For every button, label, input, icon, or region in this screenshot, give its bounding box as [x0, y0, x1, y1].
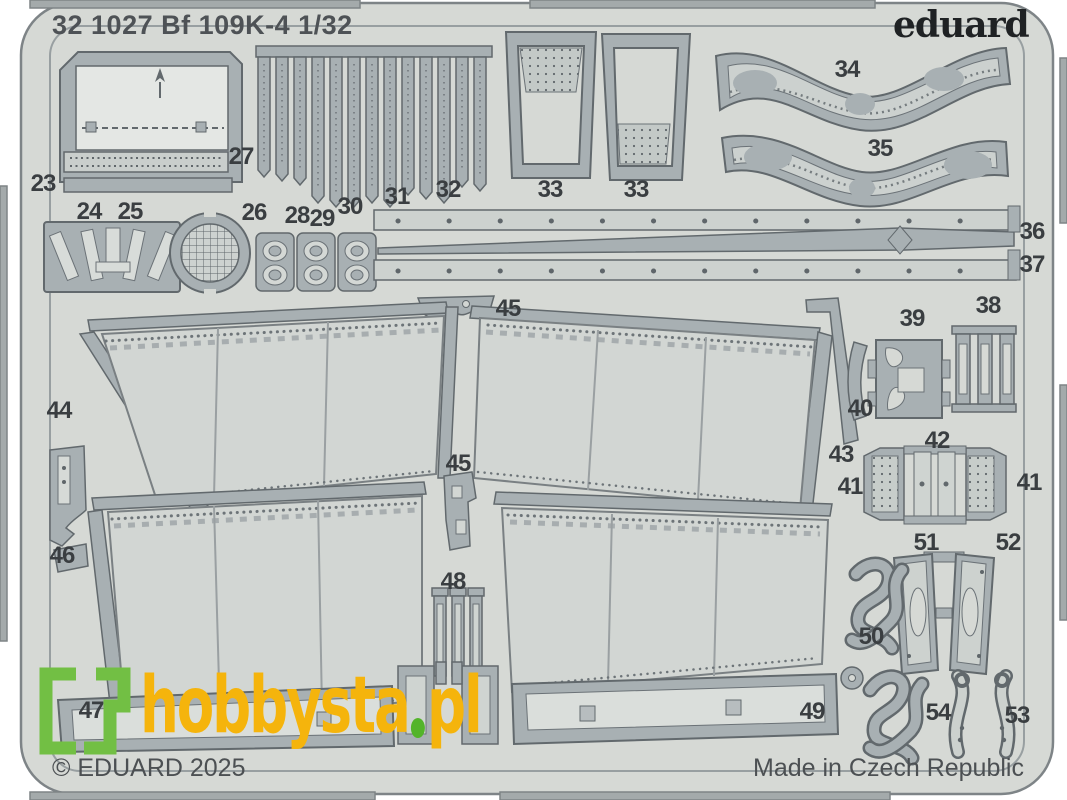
part-number-39: 39	[899, 305, 926, 332]
part-47-lower-left-flap	[87, 481, 427, 734]
part-49-lower-right-flap	[493, 491, 833, 694]
part-number-29: 29	[309, 205, 336, 232]
hobbysta-dot-icon	[410, 718, 425, 738]
part-number-24: 24	[76, 198, 103, 225]
part-26-mesh-disc	[169, 211, 251, 295]
part-40-blade	[847, 341, 868, 421]
part-54-tangle	[862, 669, 930, 766]
part-28-29-pieces	[255, 232, 377, 292]
part-number-45: 45	[495, 295, 522, 322]
part-number-37: 37	[1019, 251, 1046, 278]
part-number-31: 31	[384, 183, 411, 210]
part-number-26: 26	[241, 199, 268, 226]
part-45-small	[443, 471, 477, 551]
part-38-slats	[951, 325, 1017, 413]
part-53-harness	[948, 669, 1016, 759]
part-number-33: 33	[537, 176, 564, 203]
part-number-46: 46	[49, 542, 76, 569]
part-50-tangle	[844, 556, 910, 656]
part-number-40: 40	[847, 395, 874, 422]
part-number-25: 25	[117, 198, 144, 225]
copyright-text: © EDUARD 2025	[52, 754, 246, 782]
hobbysta-wordmark: hobbysta pl	[140, 660, 483, 752]
part-35-band	[720, 134, 1010, 208]
part-number-49: 49	[799, 698, 826, 725]
hobbysta-logo-icon	[39, 667, 131, 755]
part-46	[49, 445, 89, 573]
part-number-34: 34	[834, 56, 861, 83]
part-number-51: 51	[913, 529, 940, 556]
sheet-title: 32 1027 Bf 109K-4 1/32	[52, 10, 353, 40]
part-number-28: 28	[284, 202, 311, 229]
part-number-33-b: 33	[623, 176, 650, 203]
part-number-44: 44	[46, 397, 73, 424]
hobbysta-text: hobbysta	[140, 661, 411, 751]
eduard-logo: eduard	[893, 4, 1030, 46]
part-number-27: 27	[228, 143, 255, 170]
part-27-box	[59, 51, 243, 193]
part-number-50: 50	[858, 623, 885, 650]
part-49-strip	[510, 672, 840, 746]
part-number-48: 48	[440, 568, 467, 595]
part-number-47: 47	[78, 697, 105, 724]
part-number-45-b: 45	[445, 450, 472, 477]
part-number-41-b: 41	[1016, 469, 1043, 496]
part-24-25-block	[43, 221, 181, 293]
small-clip	[840, 666, 864, 690]
part-number-53: 53	[1004, 702, 1031, 729]
part-36-37-spar	[373, 205, 1021, 281]
part-number-38: 38	[975, 292, 1002, 319]
part-number-54: 54	[925, 699, 952, 726]
part-number-52: 52	[995, 529, 1022, 556]
part-number-42: 42	[924, 427, 951, 454]
part-47-strip	[56, 684, 396, 754]
part-39-bracket	[867, 339, 951, 419]
part-34-band	[714, 46, 1012, 132]
part-43-upper-right-flap	[469, 297, 859, 513]
made-in-text: Made in Czech Republic	[753, 754, 1024, 782]
hobbysta-watermark: hobbysta pl	[30, 660, 627, 760]
part-number-32: 32	[435, 176, 462, 203]
part-number-23: 23	[30, 170, 57, 197]
part-number-41: 41	[837, 473, 864, 500]
part-30-31-32-combs	[255, 45, 493, 209]
part-33-frames	[504, 31, 692, 181]
part-number-43: 43	[828, 441, 855, 468]
part-number-35: 35	[867, 135, 894, 162]
part-number-36: 36	[1019, 218, 1046, 245]
hobbysta-tld-text: pl	[426, 661, 483, 751]
part-51-52-panels	[892, 551, 996, 676]
part-41-42-cluster	[863, 445, 1007, 525]
part-number-30: 30	[337, 193, 364, 220]
